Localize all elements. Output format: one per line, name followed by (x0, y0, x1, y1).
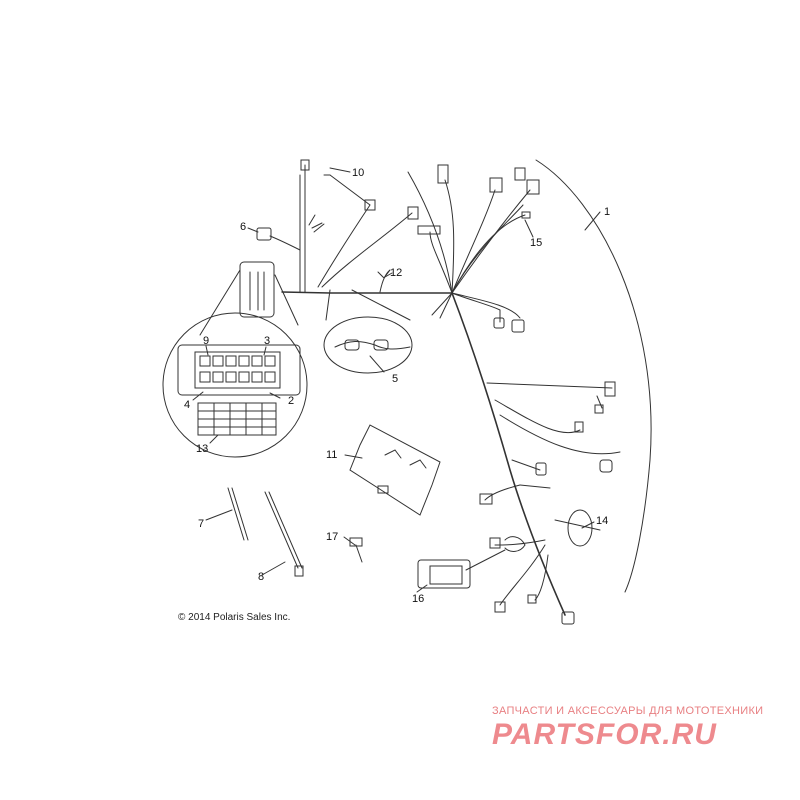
callout-1: 1 (604, 206, 610, 218)
connector-mid-5 (479, 493, 493, 505)
harness-branch-mid-3 (499, 414, 621, 455)
detail-13-inset (239, 261, 275, 318)
callout-15: 15 (530, 237, 542, 249)
part-16-module (429, 565, 463, 585)
harness-branch-lower-2 (499, 544, 546, 606)
connector-top-2 (437, 164, 449, 184)
part-11-bracket (349, 424, 441, 516)
connector-lower-2 (494, 601, 506, 613)
part-8-cable-tie (264, 491, 299, 569)
harness-branch-lower-1 (494, 539, 546, 546)
harness-branch-12 (379, 269, 391, 293)
copyright-notice: © 2014 Polaris Sales Inc. (178, 612, 291, 623)
harness-branch-mid-2 (494, 399, 581, 434)
harness-main-spine (451, 292, 566, 616)
connector-mid-4 (535, 462, 547, 476)
part-7-cable-tie (227, 487, 245, 541)
part-16-frame (417, 559, 471, 589)
connector-top-5 (514, 167, 526, 181)
connector-bottom (561, 611, 575, 625)
connector-upper-mid (407, 206, 419, 220)
connector-top-4 (526, 179, 540, 195)
detail-5-cone (325, 289, 411, 321)
callout-10: 10 (352, 167, 364, 179)
callout-14: 14 (596, 515, 608, 527)
callout-11: 11 (326, 449, 337, 461)
watermark-logo: PARTSFOR.RU (492, 718, 717, 751)
connector-fuse-block (417, 225, 441, 235)
connector-lower-3 (527, 594, 537, 604)
connector-mid-right-2 (594, 404, 604, 414)
fuse-block (177, 344, 301, 396)
connector-6 (256, 227, 272, 241)
harness-branch-top-5 (451, 204, 524, 294)
detail-13-cone (199, 269, 299, 336)
callout-7: 7 (198, 518, 204, 530)
callout-9: 9 (203, 335, 209, 347)
fuse-block-slots (199, 355, 276, 383)
connector-top-3 (489, 177, 503, 193)
connector-mid-right (604, 381, 616, 397)
harness-branch-mid-right (486, 382, 613, 389)
callout-3: 3 (264, 335, 270, 347)
harness-branch-6 (269, 235, 301, 251)
harness-branch-top-4 (451, 189, 531, 294)
harness-branch-upper-mid (321, 212, 413, 288)
watermark-tagline: ЗАПЧАСТИ И АКСЕССУАРЫ ДЛЯ МОТОТЕХНИКИ (492, 705, 764, 717)
connector-right-2 (511, 319, 525, 333)
detail-13-circle (162, 312, 308, 458)
harness-branch-10 (317, 174, 371, 288)
connector-mid-2 (574, 421, 584, 433)
harness-branch-top-3 (451, 189, 496, 294)
callout-5: 5 (392, 373, 398, 385)
callout-12: 12 (390, 267, 402, 279)
connector-top-left (300, 159, 310, 171)
callout-6: 6 (240, 221, 246, 233)
callout-17: 17 (326, 531, 338, 543)
connector-mid-3 (599, 459, 613, 473)
harness-branch-right-1 (451, 292, 501, 323)
harness-branch-15 (451, 214, 526, 294)
detail-14-oval (567, 509, 593, 547)
callout-4: 4 (184, 399, 190, 411)
connector-right-1 (493, 317, 505, 329)
connector-15 (521, 211, 531, 219)
harness-main-trunk (281, 291, 453, 294)
harness-boundary-arc (535, 159, 652, 593)
harness-branch-right-2 (451, 292, 521, 319)
harness-branch-top-2 (444, 179, 455, 294)
callout-2: 2 (288, 395, 294, 407)
detail-5-oval (323, 316, 413, 374)
callout-leaders (192, 167, 601, 593)
detail-5-connector (344, 339, 360, 351)
callout-16: 16 (412, 593, 424, 605)
connector-lower-1 (489, 537, 501, 549)
part-17-screw (355, 544, 363, 563)
connector-10 (364, 199, 376, 211)
harness-branch-top-1 (407, 171, 453, 294)
callout-8: 8 (258, 571, 264, 583)
callout-13: 13 (196, 443, 208, 455)
